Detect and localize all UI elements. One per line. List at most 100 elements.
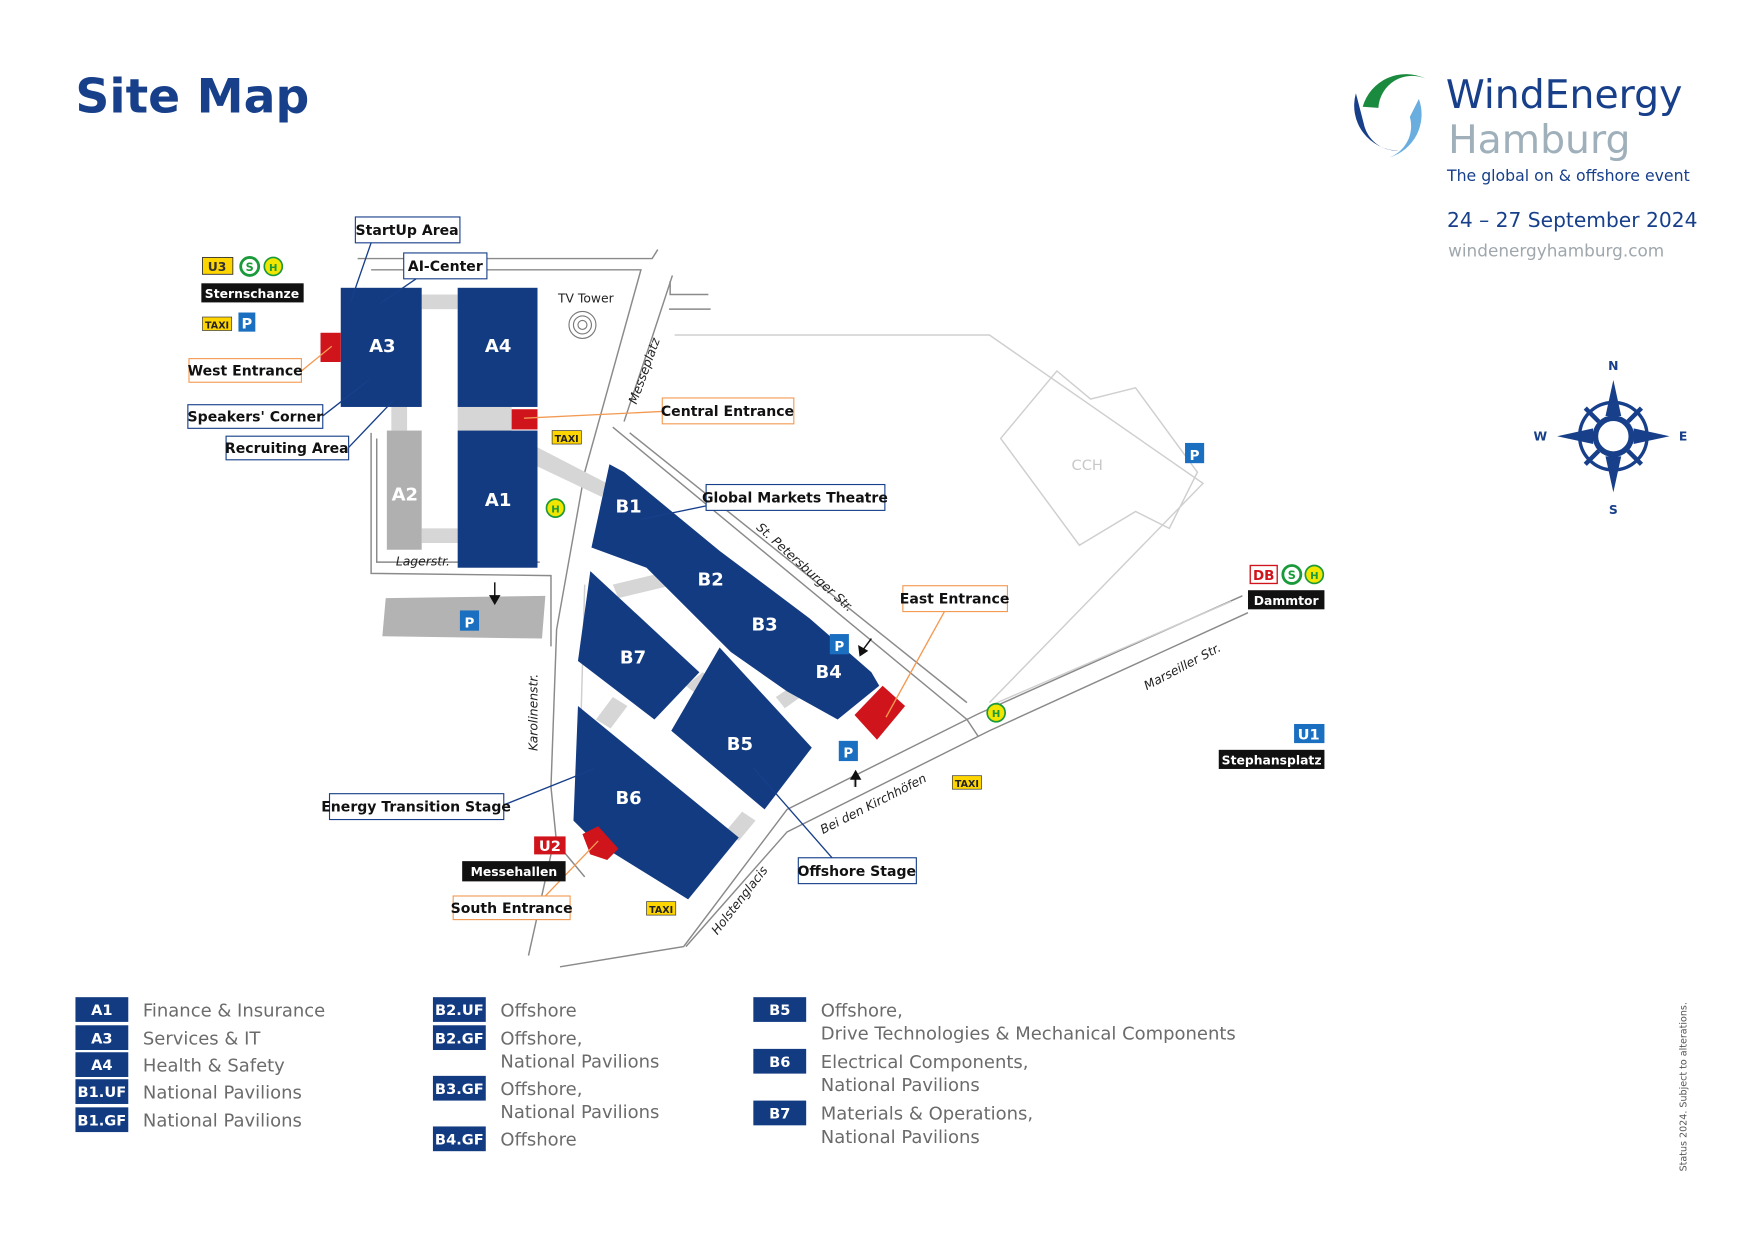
central-entrance-label[interactable]: Central Entrance (661, 397, 795, 425)
dammtor-station[interactable]: DB S H Dammtor (1247, 564, 1325, 610)
cch-label: CCH (1072, 457, 1103, 474)
entrance-leader-lines (300, 345, 946, 897)
hall-b5[interactable] (671, 647, 812, 810)
taxi-icon: TAXI (951, 775, 982, 790)
east-entrance-text: East Entrance (900, 592, 1010, 608)
area-label-ai-center[interactable]: AI-Center (403, 252, 488, 280)
stephansplatz-station[interactable]: U1 Stephansplatz (1218, 723, 1325, 769)
legend-code: B1.GF (77, 1112, 126, 1129)
legend-code-badge (753, 997, 807, 1022)
legend-description: Offshore, (500, 1079, 582, 1100)
area-label-global-markets[interactable]: Global Markets Theatre (702, 483, 888, 511)
legend-description: Offshore (500, 1130, 576, 1151)
legend-description: Offshore, (500, 1028, 582, 1049)
legend-code-badge (432, 1126, 486, 1152)
legend-description: Offshore (500, 1000, 576, 1021)
legend-code-badge (753, 1100, 807, 1126)
hall-label-a1: A1 (485, 490, 511, 511)
bus-stop-icon: H (545, 498, 566, 518)
h-text: H (1310, 571, 1318, 582)
hall-b7[interactable] (577, 571, 700, 720)
central-entrance-marker (511, 409, 538, 430)
status-footnote: Status 2024. Subject to alterations. (1678, 1002, 1689, 1171)
east-entrance-label[interactable]: East Entrance (900, 585, 1010, 613)
h-text: H (269, 263, 277, 274)
area-leader-lines (322, 242, 833, 859)
street-karolinenstr: Karolinenstr. (526, 674, 540, 751)
event-dates: 24 – 27 September 2024 (1447, 208, 1697, 232)
legend-description: Services & IT (143, 1028, 262, 1049)
legend-item: B4.GF Offshore (432, 1126, 577, 1152)
halls (340, 287, 880, 900)
legend-code: A1 (91, 1002, 112, 1019)
hall-a4[interactable] (457, 287, 538, 407)
area-label-speakers-corner[interactable]: Speakers' Corner (187, 404, 324, 429)
street-lagerstr: Lagerstr. (396, 554, 450, 568)
parking-text: P (834, 639, 844, 655)
sternschanze-name: Sternschanze (205, 287, 299, 301)
compass-rose-icon: N S W E (1533, 359, 1687, 517)
legend-description: National Pavilions (143, 1082, 302, 1103)
u3-badge (202, 256, 234, 275)
hall-a3[interactable] (340, 287, 422, 407)
hall-b1-b4[interactable] (591, 464, 880, 720)
speakers-corner-text: Speakers' Corner (188, 410, 324, 426)
legend-code: B4.GF (435, 1131, 484, 1148)
hall-label-b4: B4 (816, 662, 842, 683)
dammtor-name: Dammtor (1254, 594, 1320, 608)
compass-w: W (1533, 430, 1547, 444)
legend-code: B2.UF (435, 1002, 484, 1019)
website-link[interactable]: windenergyhamburg.com (1448, 240, 1664, 260)
legend-description: Materials & Operations, (821, 1104, 1033, 1125)
sternschanze-station[interactable]: U3 S H Sternschanze (201, 256, 304, 303)
legend-code: B6 (769, 1054, 790, 1071)
legend-code-badge (75, 997, 129, 1022)
parking-text: P (465, 615, 475, 631)
messehallen-station[interactable]: U2 Messehallen (462, 836, 566, 882)
taxi-text: TAXI (205, 320, 229, 331)
u2-text: U2 (539, 838, 561, 855)
legend-description: Drive Technologies & Mechanical Componen… (821, 1023, 1236, 1044)
s-bahn-icon (1281, 564, 1303, 585)
legend-code: B7 (769, 1106, 790, 1123)
global-markets-text: Global Markets Theatre (702, 491, 888, 507)
logo-green-swirl (1362, 74, 1426, 108)
parking-text: P (242, 315, 253, 332)
area-label-energy-transition[interactable]: Energy Transition Stage (321, 793, 511, 821)
bus-stop-icon: H (986, 702, 1007, 723)
area-label-startup[interactable]: StartUp Area (354, 216, 461, 244)
windenergy-hamburg-logo: WindEnergy Hamburg (1354, 72, 1682, 163)
recruiting-area-text: Recruiting Area (225, 441, 349, 457)
south-entrance-marker (582, 826, 619, 861)
legend-description: National Pavilions (821, 1075, 980, 1096)
legend-code: B1.UF (78, 1084, 127, 1101)
ai-center-text: AI-Center (408, 259, 483, 275)
hall-label-b7: B7 (620, 647, 646, 668)
parking-text: P (843, 746, 853, 762)
hall-a1[interactable] (457, 430, 538, 568)
legend-item: B2.UF Offshore (432, 997, 577, 1022)
area-label-recruiting[interactable]: Recruiting Area (225, 435, 350, 461)
h-text: H (992, 709, 1000, 720)
south-entrance-label[interactable]: South Entrance (451, 895, 573, 921)
legend-description: Finance & Insurance (143, 1000, 325, 1021)
west-entrance-label[interactable]: West Entrance (188, 358, 303, 383)
area-label-offshore-stage[interactable]: Offshore Stage (797, 857, 917, 885)
taxi-text: TAXI (649, 905, 673, 916)
street-messeplatz: Messeplatz (626, 336, 663, 406)
street-marseiller: Marseiller Str. (1142, 641, 1223, 693)
parking-icon: P (238, 312, 256, 332)
south-entrance-text: South Entrance (451, 901, 573, 917)
hall-a2[interactable] (386, 430, 422, 550)
legend-code: B3.GF (435, 1081, 484, 1098)
db-text: DB (1253, 568, 1274, 584)
startup-area-text: StartUp Area (356, 223, 459, 239)
street-bei-den-kirchhoefen: Bei den Kirchhöfen (818, 771, 929, 837)
brand-tagline: The global on & offshore event (1446, 166, 1690, 185)
